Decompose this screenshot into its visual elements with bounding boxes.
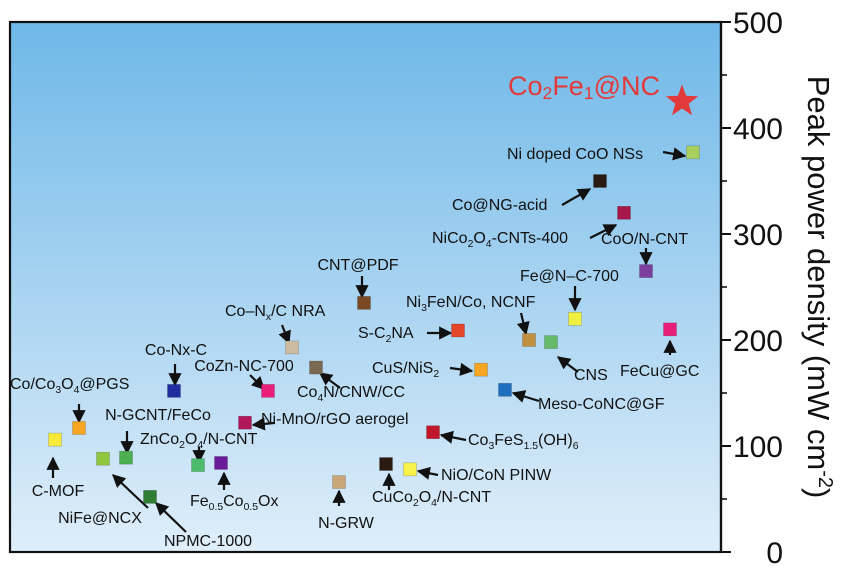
y-tick-label: 300 xyxy=(733,219,783,252)
marker-fe-n-c-700 xyxy=(568,311,582,326)
annotation-arrows xyxy=(46,147,687,533)
marker-n-gcnt-feco xyxy=(119,450,133,465)
label-znco2o4-n-cnt: ZnCo2O4/N-CNT xyxy=(140,431,258,451)
label-co-ng-acid: Co@NG-acid xyxy=(452,197,547,214)
marker-co3fes1-5-oh-6 xyxy=(426,425,440,440)
marker-nio-con-pinw xyxy=(403,462,417,477)
label-fe0-5co0-5ox: Fe0.5Co0.5Ox xyxy=(190,493,278,513)
y-tick-label: 100 xyxy=(733,431,783,464)
y-tick-label: 200 xyxy=(733,325,783,358)
label-ni-doped-coo-nss: Ni doped CoO NSs xyxy=(507,146,643,163)
arrow xyxy=(589,224,618,239)
marker-coo-n-cnt xyxy=(639,264,653,278)
data-markers xyxy=(48,145,700,504)
label-n-gcnt-feco: N-GCNT/FeCo xyxy=(105,407,211,424)
highlight-label: Co2Fe1@NC xyxy=(508,71,660,103)
arrow xyxy=(439,430,467,444)
label-cus-nis2: CuS/NiS2 xyxy=(372,360,439,380)
marker-co-ng-acid xyxy=(593,174,607,188)
arrow xyxy=(662,147,687,161)
arrow xyxy=(449,362,474,376)
highlight-group: Co2Fe1@NC xyxy=(508,71,699,116)
label-fecu-gc: FeCu@GC xyxy=(620,363,699,380)
label-nife-ncx: NiFe@NCX xyxy=(58,510,142,527)
marker-npmc-1000 xyxy=(143,490,157,504)
arrow xyxy=(561,188,592,206)
label-cuco2o4-n-cnt: CuCo2O4/N-CNT xyxy=(372,489,491,509)
arrow xyxy=(556,356,579,373)
marker-cns xyxy=(544,335,558,349)
arrow xyxy=(278,324,291,345)
marker-meso-conc-gf xyxy=(498,383,512,397)
marker-cnt-pdf xyxy=(357,296,371,310)
arrow xyxy=(516,312,530,336)
label-co-co3o4-pgs: Co/Co3O4@PGS xyxy=(10,376,129,396)
label-fe-n-c-700: Fe@N–C-700 xyxy=(520,268,619,285)
label-cozn-nc-700: CoZn-NC-700 xyxy=(194,358,294,375)
label-s-c2na: S-C2NA xyxy=(358,325,414,345)
y-tick-label: 0 xyxy=(766,537,783,570)
arrow xyxy=(112,474,149,509)
label-co-nx-c: Co-Nx-C xyxy=(145,342,207,359)
marker-ni-mno-rgo-aerogel xyxy=(238,415,252,430)
label-co3fes1-5-oh-6: Co3FeS1.5(OH)6 xyxy=(468,432,579,452)
label-ni3fen-co-ncnf: Ni3FeN/Co, NCNF xyxy=(406,294,536,314)
label-cnt-pdf: CNT@PDF xyxy=(317,257,398,274)
marker-znco2o4-n-cnt xyxy=(191,458,205,472)
marker-co-nx-c-nra xyxy=(285,340,299,355)
arrow xyxy=(416,466,439,480)
marker-fe0-5co0-5ox xyxy=(214,456,228,470)
marker-ni-doped-coo-nss xyxy=(686,145,700,160)
arrow xyxy=(511,390,540,403)
label-c-mof: C-MOF xyxy=(32,483,85,500)
label-coo-n-cnt: CoO/N-CNT xyxy=(601,231,688,248)
label-co-nx-c-nra: Co–Nx/C NRA xyxy=(225,303,326,323)
marker-co4n-cnw-cc xyxy=(309,360,323,375)
marker-s-c2na xyxy=(451,323,465,338)
marker-cozn-nc-700 xyxy=(261,384,275,398)
arrow xyxy=(318,372,341,389)
y-axis-label: Peak power density (mW cm-2) xyxy=(801,76,836,499)
label-meso-conc-gf: Meso-CoNC@GF xyxy=(538,396,665,413)
marker-n-grw xyxy=(332,475,346,489)
plot-background xyxy=(10,22,721,552)
label-nio-con-pinw: NiO/CoN PINW xyxy=(441,467,552,484)
marker-ni3fen-co-ncnf xyxy=(522,333,536,347)
marker-co-co3o4-pgs xyxy=(72,421,86,435)
marker-co-nx-c xyxy=(167,384,181,398)
arrow xyxy=(251,417,275,431)
label-cns: CNS xyxy=(574,367,608,384)
marker-nife-ncx xyxy=(96,451,110,466)
arrow xyxy=(155,502,187,533)
label-n-grw: N-GRW xyxy=(318,515,375,532)
label-npmc-1000: NPMC-1000 xyxy=(164,533,252,550)
y-axis: 0 100 200 300 400 500 xyxy=(719,7,783,570)
label-co4n-cnw-cc: Co4N/CNW/CC xyxy=(297,384,405,404)
label-nico2o4-cnts-400: NiCo2O4-CNTs-400 xyxy=(432,230,568,250)
marker-fecu-gc xyxy=(663,322,677,337)
star-marker xyxy=(665,84,699,116)
marker-cus-nis2 xyxy=(474,362,488,377)
y-tick-label: 400 xyxy=(733,113,783,146)
data-labels: C-MOF NiFe@NCX NPMC-1000 Co/Co3O4@PGS N-GCNT… xyxy=(10,146,699,550)
marker-nico2o4-cnts-400 xyxy=(617,206,631,220)
marker-cuco2o4-n-cnt xyxy=(379,457,393,471)
marker-c-mof xyxy=(48,432,62,447)
label-ni-mno-rgo-aerogel: Ni-MnO/rGO aerogel xyxy=(261,411,409,428)
y-tick-label: 500 xyxy=(733,7,783,40)
